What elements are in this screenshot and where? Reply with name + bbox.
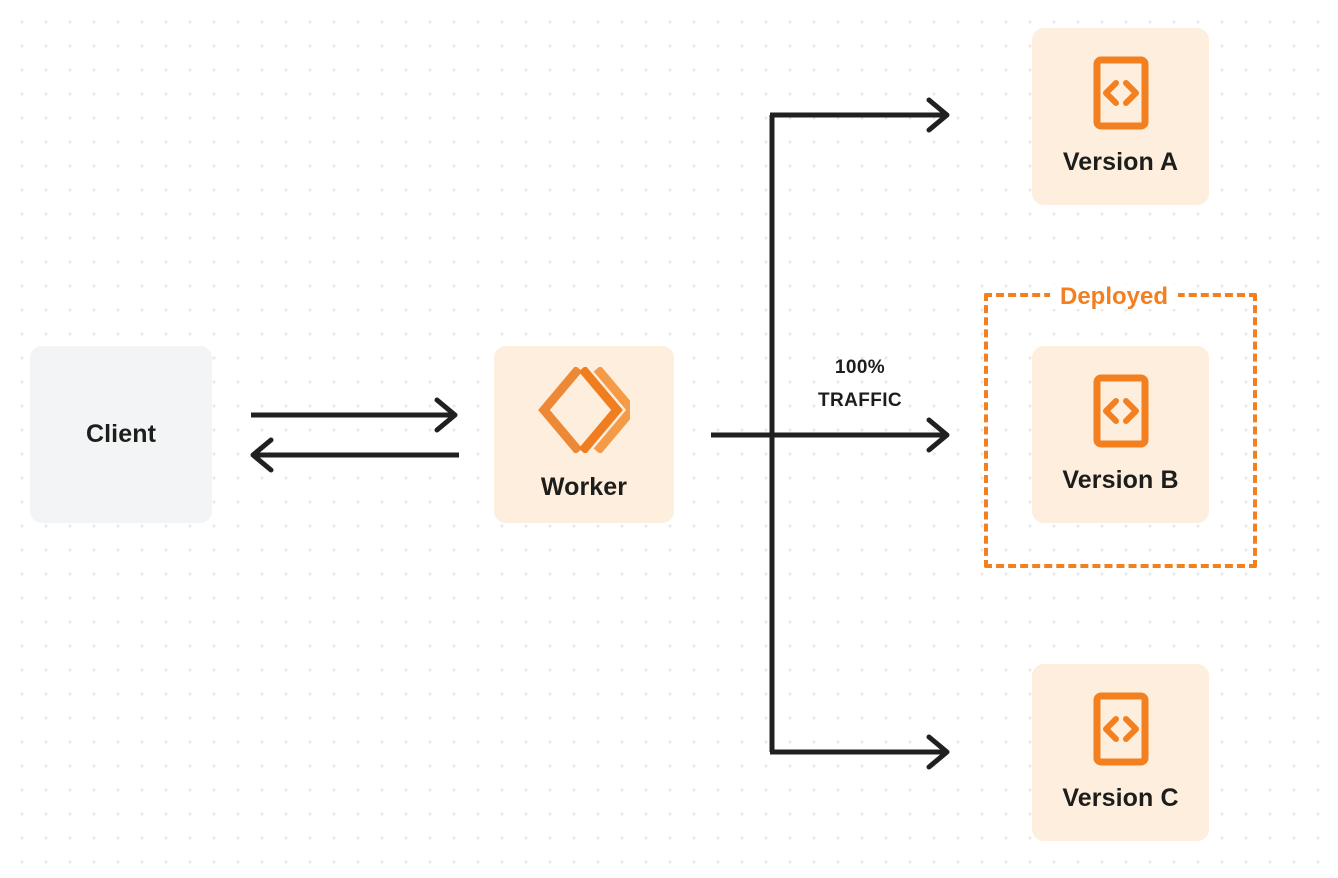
- edge-worker-to-client: [250, 437, 459, 473]
- node-version-a-label: Version A: [1062, 148, 1179, 176]
- code-file-icon: [1093, 56, 1149, 130]
- cloudflare-workers-logo-icon: [538, 367, 630, 453]
- node-client[interactable]: Client: [30, 346, 212, 523]
- deployed-badge: Deployed: [1050, 285, 1179, 309]
- code-file-icon: [1093, 374, 1149, 448]
- traffic-label: 100% TRAFFIC: [790, 351, 930, 417]
- edge-worker-to-version-b: [711, 417, 950, 453]
- traffic-percent: 100%: [834, 357, 886, 378]
- edge-worker-to-version-c: [770, 734, 950, 770]
- node-client-label: Client: [85, 420, 157, 448]
- node-worker[interactable]: Worker: [494, 346, 674, 523]
- code-file-icon: [1093, 692, 1149, 766]
- edge-client-to-worker: [251, 397, 458, 433]
- node-version-c[interactable]: Version C: [1032, 664, 1209, 841]
- node-version-a[interactable]: Version A: [1032, 28, 1209, 205]
- traffic-word: TRAFFIC: [817, 390, 903, 411]
- node-version-c-label: Version C: [1062, 784, 1179, 812]
- node-version-b[interactable]: Version B: [1032, 346, 1209, 523]
- node-worker-label: Worker: [540, 473, 628, 501]
- node-version-b-label: Version B: [1062, 466, 1179, 494]
- edge-worker-to-version-a: [770, 97, 950, 133]
